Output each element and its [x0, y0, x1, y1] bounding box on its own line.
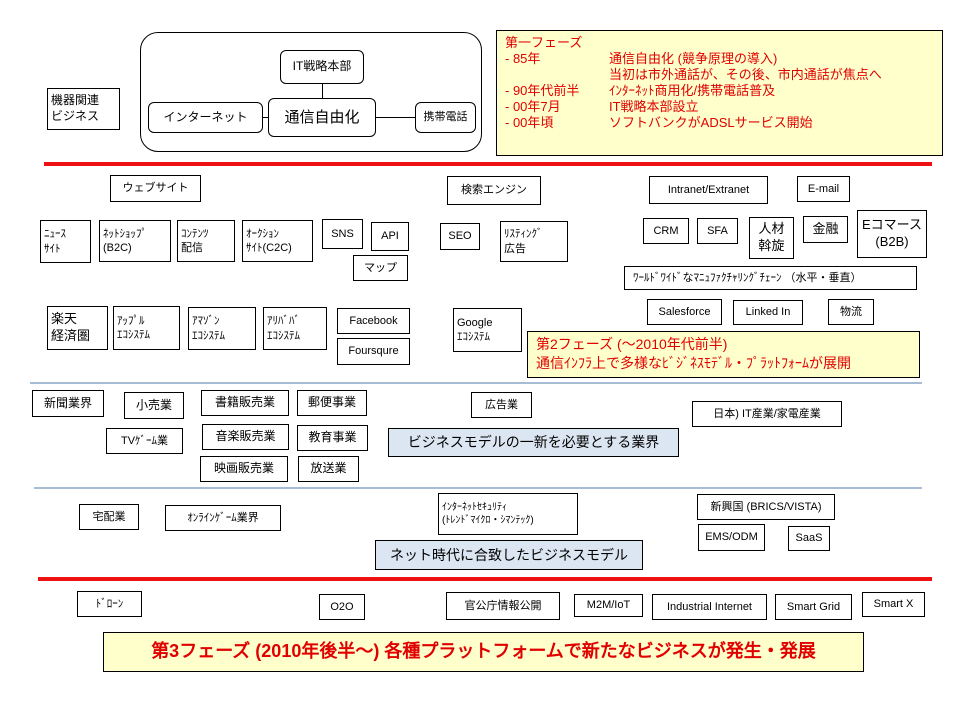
delivery-box: 宅配業 — [79, 504, 139, 530]
japan-it-box: 日本) IT産業/家電産業 — [692, 401, 842, 427]
netshop-box: ﾈｯﾄｼｮｯﾌﾟ (B2C) — [99, 220, 171, 262]
facebook-box: Facebook — [337, 308, 410, 334]
retail-box: 小売業 — [124, 392, 184, 419]
phase2-title: 第2フェーズ (～2010年代前半) — [536, 336, 728, 352]
liberalization-box: 通信自由化 — [268, 98, 376, 137]
map-box: マップ — [353, 255, 408, 281]
supply-chain-box: ﾜｰﾙﾄﾞﾜｲﾄﾞなﾏﾆｭﾌｧｸﾁｬﾘﾝｸﾞﾁｪｰﾝ （水平・垂直） — [624, 266, 917, 290]
music-box: 音楽販売業 — [202, 424, 289, 450]
internet-box: インターネット — [148, 102, 263, 133]
m2m-iot-box: M2M/IoT — [574, 594, 643, 617]
finance-box: 金融 — [803, 216, 848, 243]
listing-ad-box: ﾘｽﾃｨﾝｸﾞ 広告 — [500, 221, 568, 262]
movie-box: 映画販売業 — [200, 456, 288, 482]
email-box: E-mail — [797, 176, 850, 202]
newspaper-box: 新聞業界 — [32, 390, 104, 417]
education-box: 教育事業 — [297, 425, 368, 451]
google-box: Google ｴｺｼｽﾃﾑ — [453, 308, 522, 352]
phase2-box: 第2フェーズ (～2010年代前半) 通信ｲﾝﾌﾗ上で多様なﾋﾞｼﾞﾈｽﾓﾃﾞﾙ… — [527, 331, 920, 378]
phase1-row: 当初は市外通話が、その後、市内通話が焦点へ — [609, 67, 882, 82]
seo-box: SEO — [440, 223, 480, 250]
ems-odm-box: EMS/ODM — [698, 524, 765, 551]
emerging-box: 新興国 (BRICS/VISTA) — [697, 494, 835, 520]
linkedin-box: Linked In — [733, 300, 803, 325]
contents-box: ｺﾝﾃﾝﾂ 配信 — [177, 220, 235, 262]
auction-box: ｵｰｸｼｮﾝ ｻｲﾄ(C2C) — [242, 220, 313, 262]
amazon-box: ｱﾏｿﾞﾝ ｴｺｼｽﾃﾑ — [188, 307, 256, 350]
industrial-internet-box: Industrial Internet — [652, 594, 767, 620]
phase1-row: - 00年頃ソフトバンクがADSLサービス開始 — [505, 115, 813, 130]
tvgame-box: TVｹﾞｰﾑ業 — [106, 428, 183, 454]
website-box: ウェブサイト — [110, 175, 201, 202]
device-business-box: 機器関連 ビジネス — [47, 88, 120, 130]
phase1-title: 第一フェーズ — [505, 35, 583, 50]
foursquare-box: Foursqure — [337, 338, 410, 365]
phase1-box: 第一フェーズ - 85年通信自由化 (競争原理の導入) 当初は市外通話が、その後… — [496, 30, 943, 156]
o2o-box: O2O — [319, 594, 365, 620]
connector-line — [263, 117, 268, 118]
hr-agency-box: 人材 斡旋 — [749, 217, 794, 259]
gov-info-box: 官公庁情報公開 — [446, 592, 560, 620]
intranet-box: Intranet/Extranet — [649, 176, 768, 204]
saas-box: SaaS — [788, 526, 830, 551]
search-engine-box: 検索エンジン — [447, 176, 541, 205]
phase1-row: - 90年代前半ｲﾝﾀｰﾈｯﾄ商用化/携帯電話普及 — [505, 83, 776, 98]
connector-line — [376, 117, 415, 118]
logistics-box: 物流 — [828, 299, 874, 325]
drone-box: ﾄﾞﾛｰﾝ — [77, 591, 142, 617]
ads-box: 広告業 — [471, 392, 532, 418]
rakuten-box: 楽天 経済圏 — [47, 306, 108, 350]
api-box: API — [371, 222, 409, 251]
mobile-box: 携帯電話 — [415, 102, 476, 133]
phase3-box: 第3フェーズ (2010年後半～) 各種プラットフォームで新たなビジネスが発生・… — [103, 632, 864, 672]
online-game-box: ｵﾝﾗｲﾝｹﾞｰﾑ業界 — [165, 505, 281, 531]
phase1-row: - 85年通信自由化 (競争原理の導入) — [505, 51, 778, 66]
apple-box: ｱｯﾌﾟﾙ ｴｺｼｽﾃﾑ — [113, 306, 180, 350]
it-hq-box: IT戦略本部 — [280, 50, 364, 84]
ecommerce-box: Eコマース (B2B) — [857, 210, 927, 258]
crm-box: CRM — [643, 218, 689, 244]
sns-box: SNS — [322, 219, 363, 249]
connector-line — [322, 84, 323, 98]
blue-divider — [34, 487, 922, 489]
sfa-box: SFA — [697, 218, 738, 244]
news-site-box: ﾆｭｰｽ ｻｲﾄ — [40, 220, 91, 263]
broadcast-box: 放送業 — [298, 456, 359, 482]
smart-x-box: Smart X — [862, 592, 925, 617]
blue-divider — [30, 382, 922, 384]
smart-grid-box: Smart Grid — [775, 594, 852, 620]
phase2-desc: 通信ｲﾝﾌﾗ上で多様なﾋﾞｼﾞﾈｽﾓﾃﾞﾙ・ﾌﾟﾗｯﾄﾌｫｰﾑが展開 — [536, 355, 851, 371]
salesforce-box: Salesforce — [647, 299, 722, 325]
fit-model-label: ネット時代に合致したビジネスモデル — [375, 540, 643, 570]
needs-new-model-label: ビジネスモデルの一新を必要とする業界 — [388, 428, 679, 457]
postal-box: 郵便事業 — [297, 390, 367, 416]
alibaba-box: ｱﾘﾊﾞﾊﾞ ｴｺｼｽﾃﾑ — [263, 307, 327, 350]
red-divider — [44, 162, 932, 166]
security-box: ｲﾝﾀｰﾈｯﾄｾｷｭﾘﾃｨ (ﾄﾚﾝﾄﾞﾏｲｸﾛ・ｼﾏﾝﾃｯｸ) — [438, 493, 578, 535]
red-divider — [38, 577, 932, 581]
books-box: 書籍販売業 — [201, 390, 289, 416]
